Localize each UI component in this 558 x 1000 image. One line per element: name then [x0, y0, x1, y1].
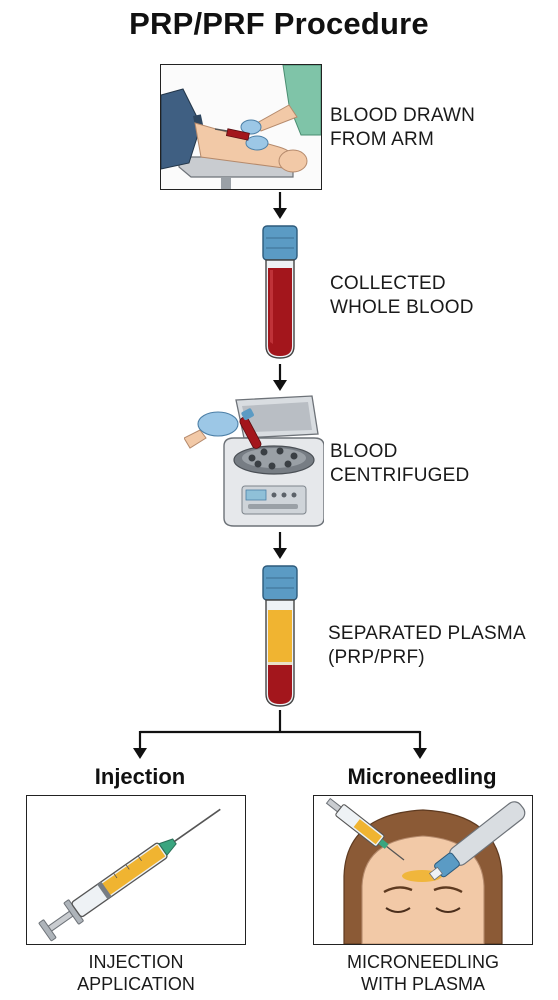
arrow-down-icon [273, 192, 287, 219]
branch-title-microneedling: Microneedling [347, 764, 497, 789]
step-4-line-2: (PRP/PRF) [328, 647, 425, 668]
step-2-line-1: COLLECTED [330, 273, 446, 294]
step-2-label: COLLECTED WHOLE BLOOD [330, 272, 474, 320]
step-4-line-1: SEPARATED PLASMA [328, 623, 526, 644]
step-3-label: BLOOD CENTRIFUGED [330, 440, 469, 488]
microneedling-illustration [313, 795, 533, 945]
step-1-line-1: BLOOD DRAWN [330, 105, 476, 126]
syringe-icon [38, 808, 221, 942]
microneedling-caption: MICRONEEDLING WITH PLASMA [313, 951, 533, 995]
step-2-line-2: WHOLE BLOOD [330, 297, 474, 318]
microneedling-caption-line-2: WITH PLASMA [360, 974, 485, 994]
branch-connector [133, 710, 427, 759]
step-1-line-2: FROM ARM [330, 129, 434, 150]
step-3-line-1: BLOOD [330, 441, 398, 462]
injection-caption-line-1: INJECTION [88, 952, 184, 972]
face-microneedling-icon [314, 796, 532, 944]
arrow-down-icon [273, 364, 287, 391]
blood-tube-icon [262, 225, 298, 359]
page-title: PRP/PRF Procedure [129, 6, 429, 41]
centrifuge-icon [184, 395, 324, 527]
separated-plasma-tube-icon [262, 565, 298, 707]
step-4-label: SEPARATED PLASMA (PRP/PRF) [328, 622, 526, 670]
step-3-line-2: CENTRIFUGED [330, 465, 470, 486]
microneedling-caption-line-1: MICRONEEDLING [346, 952, 499, 972]
branch-title-injection: Injection [94, 764, 186, 789]
blood-draw-illustration [160, 64, 322, 190]
step-1-label: BLOOD DRAWN FROM ARM [330, 104, 475, 152]
arm-blood-draw-icon [161, 65, 321, 189]
injection-illustration [26, 795, 246, 945]
arrow-down-icon [273, 532, 287, 559]
injection-caption-line-2: APPLICATION [77, 974, 195, 994]
injection-caption: INJECTION APPLICATION [26, 951, 246, 995]
